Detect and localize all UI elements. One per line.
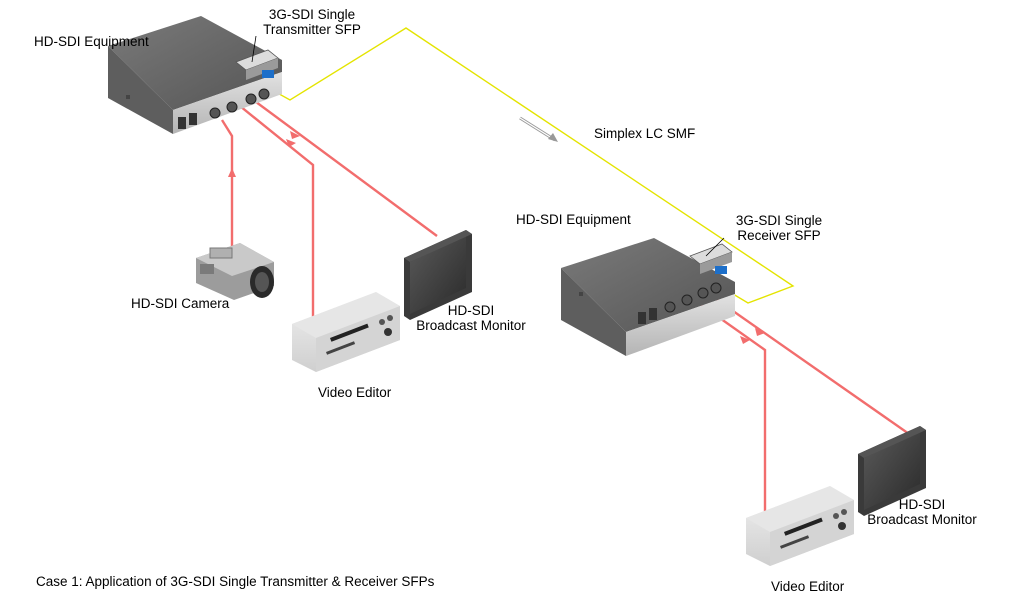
hd-sdi-broadcast-monitor-1 <box>404 230 472 320</box>
tx-sfp-label-line1: 3G-SDI Single <box>268 7 356 22</box>
arrow-right-icon <box>290 131 300 139</box>
rx-sfp-label: 3G-SDI Single Receiver SFP <box>720 213 838 243</box>
rx-sfp-module <box>689 243 733 274</box>
cable-arrows-transmitter <box>228 131 300 177</box>
arrow-up-icon <box>228 168 236 177</box>
monitor-2-label-line2: Broadcast Monitor <box>867 512 977 527</box>
rx-sfp-label-line1: 3G-SDI Single <box>735 213 823 228</box>
arrow-right-icon <box>755 328 765 336</box>
rx-sfp-label-line2: Receiver SFP <box>737 228 821 243</box>
video-editor-2 <box>746 486 854 566</box>
video-editor-2-label: Video Editor <box>771 579 845 594</box>
cable-equipment-to-monitor <box>247 95 438 237</box>
monitor-2-label: HD-SDI Broadcast Monitor <box>857 497 987 527</box>
video-editor-1-label: Video Editor <box>318 385 392 400</box>
rx-sfp-leader <box>705 237 725 257</box>
cable-equipment-to-editor-2 <box>689 296 767 512</box>
fiber-direction-arrow-icon <box>519 116 558 142</box>
cable-equipment-to-editor <box>234 101 315 318</box>
monitor-1-label-line2: Broadcast Monitor <box>416 318 526 333</box>
arrow-right-icon <box>286 139 296 147</box>
hd-sdi-broadcast-monitor-2 <box>858 426 926 516</box>
monitor-1-label-line1: HD-SDI <box>447 303 495 318</box>
rx-equipment-chassis <box>561 238 735 356</box>
sdi-cables-transmitter <box>220 95 438 318</box>
cable-arrows-receiver <box>740 328 765 344</box>
camera-label: HD-SDI Camera <box>131 296 230 311</box>
hd-sdi-camera <box>196 243 274 300</box>
monitor-2-label-line1: HD-SDI <box>898 497 946 512</box>
tx-sfp-module <box>235 49 279 80</box>
tx-sfp-label: 3G-SDI Single Transmitter SFP <box>252 7 372 37</box>
arrow-right-icon <box>740 336 750 344</box>
tx-sfp-leader <box>251 35 257 63</box>
cable-equipment-to-monitor-2 <box>702 289 913 437</box>
monitor-1-label: HD-SDI Broadcast Monitor <box>407 303 535 333</box>
diagram-caption: Case 1: Application of 3G-SDI Single Tra… <box>36 574 435 589</box>
fiber-label: Simplex LC SMF <box>594 126 696 141</box>
tx-sfp-label-line2: Transmitter SFP <box>263 22 361 37</box>
cable-camera-to-equipment <box>220 119 234 250</box>
rx-equipment-label: HD-SDI Equipment <box>516 212 631 227</box>
tx-equipment-label: HD-SDI Equipment <box>34 34 149 49</box>
tx-equipment-chassis <box>108 16 282 134</box>
video-editor-1 <box>292 292 400 372</box>
